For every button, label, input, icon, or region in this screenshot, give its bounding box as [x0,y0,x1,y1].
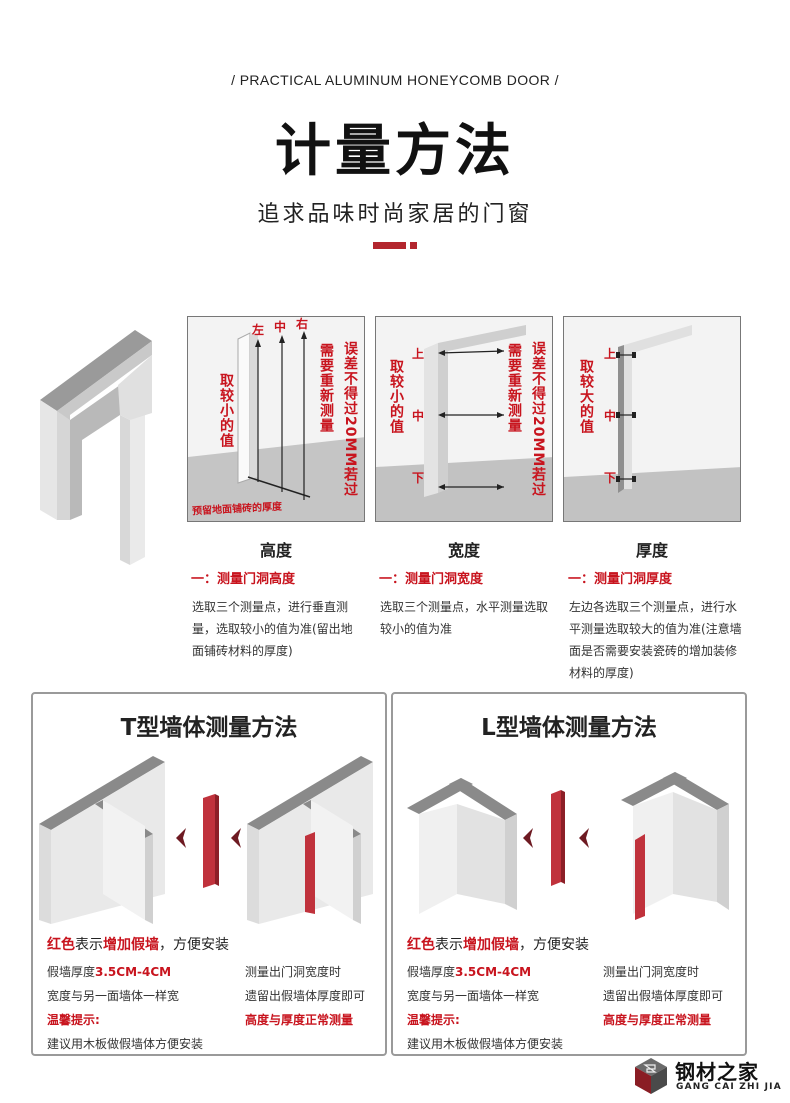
title-divider [373,242,417,249]
l-wall-title: L型墙体测量方法 [481,715,657,741]
marker-bottom: 下 [412,471,425,485]
tolerance-label: 误差不得过20MM若过 [530,341,546,498]
brand-logo: 钢材之家 GANG CAI ZHI JIA [633,1054,783,1098]
thickness-measure-image: 上 中 下 取较大的值 [563,316,741,522]
cube-logo-icon [635,1058,667,1094]
tolerance-label: 误差不得过20MM若过 [342,341,358,498]
remeasure-label: 需要重新测量 [318,343,334,433]
remeasure-label: 需要重新测量 [506,343,522,433]
marker-mid: 中 [604,409,617,423]
height-measure-image: 左 中 右 取较小的值 需要重新测量 误差不得过20MM若过 预留地面铺砖的厚度 [187,316,365,522]
l-wall-method-box: L型墙体测量方法 红色表示增加假墙，方便安装 假墙厚度3.5CM-4CM 宽度与… [391,692,747,1056]
thickness-description: 左边各选取三个测量点，进行水平测量选取较大的值为准(注意墙面是否需要安装瓷砖的增… [569,600,742,680]
width-description: 选取三个测量点，水平测量选取较小的值为准 [380,600,549,636]
l-wall-right-notes: 测量出门洞宽度时 遗留出假墙体厚度即可 高度与厚度正常测量 [603,965,724,1027]
l-wall-diagram [407,772,729,920]
marker-right: 右 [296,317,309,331]
page-subtitle: 追求品味时尚家居的门窗 [257,202,533,227]
height-description: 选取三个测量点，进行垂直测量，选取较小的值为准(留出地面铺砖材料的厚度) [192,600,353,658]
t-wall-left-notes: 假墙厚度3.5CM-4CM 宽度与另一面墙体一样宽 温馨提示: 建议用木板做假墙… [47,965,204,1051]
marker-left: 左 [252,323,265,337]
thickness-subtitle: 一：测量门洞厚度 [568,572,673,587]
t-wall-right-notes: 测量出门洞宽度时 遗留出假墙体厚度即可 高度与厚度正常测量 [245,965,366,1027]
take-larger-label: 取较大的值 [578,359,594,434]
t-wall-diagram [39,756,373,924]
marker-top: 上 [412,347,425,361]
l-wall-legend: 红色表示增加假墙，方便安装 [407,937,589,953]
page-title: 计量方法 [275,119,515,184]
t-wall-title: T型墙体测量方法 [120,715,298,741]
width-measure-image: 上 中 下 取较小的值 需要重新测量 误差不得过20MM若过 [375,316,553,522]
logo-chinese-name: 钢材之家 [675,1060,759,1084]
eyebrow-text: / PRACTICAL ALUMINUM HONEYCOMB DOOR / [231,72,559,88]
width-title: 宽度 [447,541,480,560]
t-wall-method-box: T型墙体测量方法 红色表示增加假墙，方便安装 假墙厚度3.5CM-4CM 宽度与… [31,692,387,1056]
marker-top: 上 [604,347,617,361]
door-frame-illustration [40,330,152,565]
height-title: 高度 [259,541,292,560]
marker-mid: 中 [274,320,287,334]
marker-mid: 中 [412,409,425,423]
logo-pinyin-name: GANG CAI ZHI JIA [676,1082,782,1092]
take-smaller-label: 取较小的值 [218,373,234,448]
width-subtitle: 一：测量门洞宽度 [379,572,484,587]
thickness-title: 厚度 [635,541,668,560]
t-wall-legend: 红色表示增加假墙，方便安装 [47,937,229,953]
l-wall-left-notes: 假墙厚度3.5CM-4CM 宽度与另一面墙体一样宽 温馨提示: 建议用木板做假墙… [407,965,564,1051]
take-smaller-label: 取较小的值 [388,359,404,434]
marker-bottom: 下 [604,471,617,485]
height-subtitle: 一：测量门洞高度 [191,572,296,587]
